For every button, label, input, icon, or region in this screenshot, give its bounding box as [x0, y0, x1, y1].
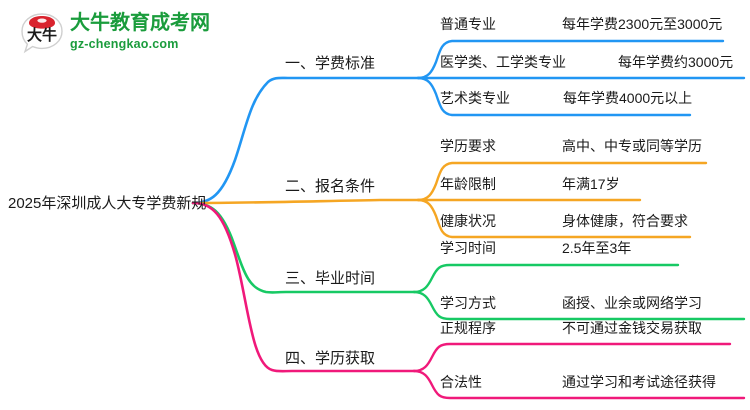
logo-text-block: 大牛教育成考网 gz-chengkao.com: [70, 11, 210, 52]
leaf-value: 年满17岁: [562, 176, 620, 192]
leaf-value: 函授、业余或网络学习: [562, 295, 702, 311]
mindmap-root-title: 2025年深圳成人大专学费新规: [8, 195, 207, 212]
logo-site-domain: gz-chengkao.com: [70, 37, 179, 51]
leaf-key: 学习时间: [440, 240, 496, 256]
leaf-key: 学习方式: [440, 295, 496, 311]
leaf-value: 通过学习和考试途径获得: [562, 374, 716, 390]
branch-label-tuition-standard[interactable]: 一、学费标准: [285, 55, 376, 72]
leaf-value: 2.5年至3年: [562, 240, 632, 256]
leaf-key: 年龄限制: [440, 176, 496, 192]
leaf-key: 学历要求: [440, 138, 496, 154]
leaf-value: 每年学费4000元以上: [563, 90, 693, 106]
leaf-value: 不可通过金钱交易获取: [562, 320, 702, 336]
leaf-key: 健康状况: [440, 213, 496, 229]
branch-label-diploma-acquisition[interactable]: 四、学历获取: [285, 350, 376, 367]
branch-label-application-requirements[interactable]: 二、报名条件: [285, 178, 376, 195]
logo-emblem-icon: 大牛: [21, 13, 63, 54]
leaf-key: 艺术类专业: [440, 90, 510, 106]
leaf-value: 高中、中专或同等学历: [562, 138, 702, 154]
leaf-value: 身体健康，符合要求: [562, 213, 688, 229]
leaf-key: 普通专业: [440, 16, 496, 32]
leaf-value: 每年学费约3000元: [618, 54, 734, 70]
branch-label-graduation-time[interactable]: 三、毕业时间: [285, 270, 376, 287]
leaf-key: 医学类、工学类专业: [440, 54, 566, 70]
svg-text:大牛: 大牛: [27, 26, 57, 44]
leaf-value: 每年学费2300元至3000元: [562, 16, 723, 32]
leaf-key: 合法性: [440, 374, 482, 390]
logo-site-name: 大牛教育成考网: [70, 12, 210, 34]
leaf-key: 正规程序: [440, 320, 496, 336]
site-logo: 大牛 大牛教育成考网 gz-chengkao.com: [20, 10, 240, 58]
